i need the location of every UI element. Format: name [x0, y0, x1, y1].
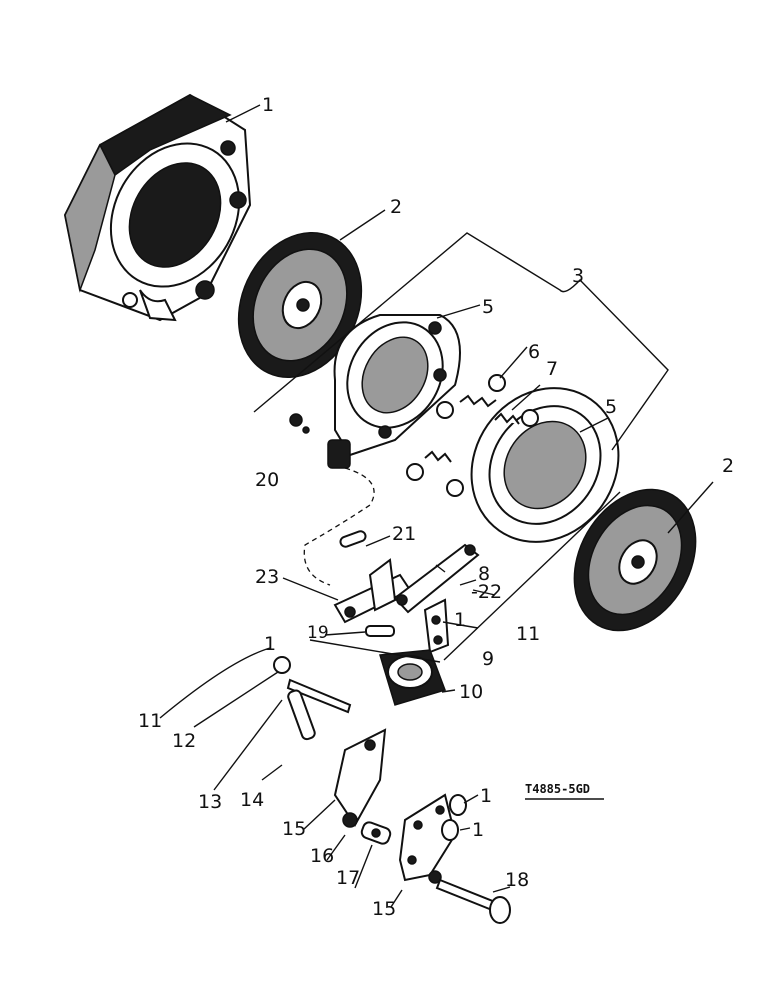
friction-disc-right — [573, 488, 697, 632]
callout-11-washer: 11 — [138, 710, 162, 732]
callout-1-housing: 1 — [262, 94, 274, 116]
callout-11-link: 11 — [516, 623, 540, 645]
callout-5-plate-lower: 5 — [605, 396, 617, 418]
lever-plate-lower — [398, 793, 511, 924]
callout-10: 10 — [459, 681, 483, 703]
callout-2-disc-top: 2 — [390, 196, 402, 218]
callout-9: 9 — [482, 648, 494, 670]
callout-12: 12 — [172, 730, 196, 752]
callout-18-bolt: 18 — [505, 869, 529, 891]
reference-text: T4885-5GD — [525, 782, 590, 796]
callout-23: 23 — [255, 566, 279, 588]
callout-6-ball: 6 — [528, 341, 540, 363]
housing-part — [63, 93, 252, 322]
bracket-block — [379, 649, 446, 706]
callout-13: 13 — [198, 791, 222, 813]
friction-disc-top — [237, 231, 363, 379]
callout-1-link: 1 — [454, 609, 466, 631]
callout-21: 21 — [392, 523, 416, 545]
callout-15-lower: 15 — [372, 898, 396, 920]
link-assembly — [333, 530, 480, 654]
callout-22: -22 — [471, 581, 502, 603]
callout-7-spring: 7 — [546, 358, 558, 380]
small-parts — [273, 656, 352, 741]
callout-2-disc-right: 2 — [722, 455, 734, 477]
pressure-plate-upper — [327, 314, 461, 469]
reference-code: T4885-5GD — [525, 782, 604, 800]
callout-17: 17 — [336, 867, 360, 889]
callout-15-upper: 15 — [282, 818, 306, 840]
callout-14: 14 — [240, 789, 264, 811]
callout-16: 16 — [310, 845, 334, 867]
callout-1-washer: 1 — [264, 633, 276, 655]
leader-lines — [159, 104, 714, 908]
balls-and-springs — [289, 374, 539, 497]
pressure-plate-lower — [470, 387, 620, 543]
callout-20: 20 — [255, 469, 279, 491]
callout-3-assembly: 3 — [572, 265, 584, 287]
callout-1-washer-b: 1 — [472, 819, 484, 841]
lever-arm-upper — [333, 728, 392, 845]
callout-19: 19 — [307, 623, 329, 643]
callout-8: 8 — [478, 563, 490, 585]
callout-1-washer-a: 1 — [480, 785, 492, 807]
callout-5-plate-upper: 5 — [482, 296, 494, 318]
callout-labels: 1 2 3 5 6 7 5 2 20 21 23 8 -22 1 11 19 9… — [138, 94, 734, 920]
